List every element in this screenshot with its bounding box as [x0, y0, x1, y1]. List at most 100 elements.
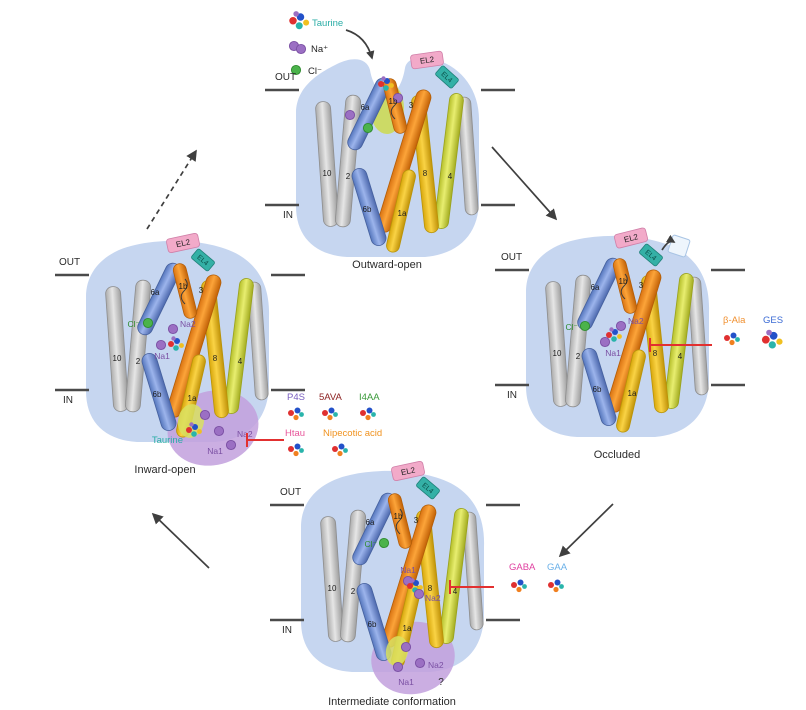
ligand-gaba-label: GABA — [509, 562, 536, 573]
helix-8-label: 8 — [653, 349, 658, 358]
state-inward-open: OUT IN EL2 EL4 Cl⁻ Na2 Na1 Na2 Na1 Tauri… — [55, 232, 305, 476]
legend-taurine-label: Taurine — [312, 18, 343, 29]
helix-8-label: 8 — [428, 584, 433, 593]
el4-box — [435, 65, 459, 89]
el4-motion-arrow — [661, 234, 676, 251]
helix-2-label: 2 — [346, 172, 351, 181]
el2-label: EL2 — [623, 232, 640, 244]
el2-label: EL2 — [419, 55, 435, 66]
out-label: OUT — [501, 252, 522, 263]
helix-4-label: 4 — [678, 352, 683, 361]
na-ion — [414, 657, 426, 669]
na2-site-label: Na2 — [180, 319, 196, 329]
ligand-ges-label: GES — [763, 315, 783, 326]
na-ion — [413, 588, 425, 600]
helix-6b-label: 6b — [593, 385, 602, 394]
el4-loop: EL4 — [639, 243, 663, 267]
helix-4-label: 4 — [448, 172, 453, 181]
na-ion — [167, 323, 179, 335]
el2-loop: EL2 — [410, 50, 444, 70]
state-label: Inward-open — [134, 464, 195, 476]
na-ion — [392, 661, 404, 673]
inward-inhibitor-panel: P4S 5AVA I4AA Htau Nipecotic acid — [285, 392, 382, 457]
ligand-5ava-label: 5AVA — [319, 392, 343, 403]
helix-10-label: 10 — [323, 169, 332, 178]
arrow-outward-to-occluded — [491, 146, 558, 221]
el2-label: EL2 — [400, 465, 416, 477]
in-label: IN — [282, 625, 292, 636]
cl-site-label: Cl⁻ — [565, 322, 578, 332]
helix-3-label: 3 — [414, 516, 419, 525]
cl-ion — [362, 122, 374, 134]
el2-label: EL2 — [175, 237, 191, 249]
out-label: OUT — [59, 257, 80, 268]
el2-loop: EL2 — [166, 232, 200, 254]
helix-1a-label: 1a — [403, 624, 412, 633]
helix-2-label: 2 — [576, 352, 581, 361]
state-label: Intermediate conformation — [328, 696, 456, 708]
cl-ion — [378, 537, 390, 549]
legend-sodium-label: Na⁺ — [311, 44, 328, 55]
helix-6a-label: 6a — [591, 283, 600, 292]
na-ion — [400, 641, 412, 653]
state-outward-open: OUT IN EL2 EL4 10 2 6a 1b 3 6b 1a 8 4 Ou… — [265, 50, 515, 271]
el2-loop: EL2 — [391, 460, 425, 482]
arrow-occluded-to-intermediate — [558, 503, 614, 558]
el2-box — [391, 460, 425, 482]
substrate-entry-arrow — [345, 29, 375, 60]
taurine-molecule-icon — [289, 11, 310, 30]
helix-6b-label: 6b — [368, 620, 377, 629]
nipecotic-molecule — [332, 443, 348, 457]
helix-6b-label: 6b — [153, 390, 162, 399]
state-label: Occluded — [594, 449, 640, 461]
na-ion — [225, 439, 237, 451]
helix-10-label: 10 — [328, 584, 337, 593]
helix-1b-label: 1b — [619, 277, 628, 286]
arrow-inward-to-outward-dashed — [146, 149, 197, 230]
helix-1b-label: 1b — [179, 282, 188, 291]
na2-exit-label: Na2 — [237, 429, 253, 439]
gaba-molecule — [511, 579, 527, 593]
helix-4-label: 4 — [238, 357, 243, 366]
helix-6b-label: 6b — [363, 205, 372, 214]
state-occluded: OUT IN EL2 EL4 Cl⁻ Na2 Na1 10 2 6a 1b 3 … — [495, 227, 745, 461]
el4-box — [639, 243, 663, 267]
unwound-loop — [620, 273, 628, 300]
ligand-htau-label: Htau — [285, 428, 305, 439]
helix-2-label: 2 — [351, 587, 356, 596]
ligand-p4s-label: P4S — [287, 392, 305, 403]
unwound-loop — [180, 278, 188, 305]
beta-ala-molecule — [724, 332, 740, 346]
el2-box — [614, 227, 648, 249]
helix-4-label: 4 — [453, 587, 458, 596]
el4-box — [416, 476, 440, 500]
cycle-arrows — [146, 146, 614, 569]
na1-exit-label: Na1 — [398, 677, 414, 687]
na2-site-label: Na2 — [425, 593, 441, 603]
na1-exit-label: Na1 — [207, 446, 223, 456]
el2-box — [410, 50, 444, 70]
5ava-molecule — [322, 407, 338, 421]
helix-3-label: 3 — [199, 286, 204, 295]
in-label: IN — [507, 390, 517, 401]
cl-ion — [579, 320, 591, 332]
out-label: OUT — [275, 72, 296, 83]
p4s-molecule — [288, 407, 304, 421]
na-ion — [615, 320, 627, 332]
el4-loop: EL4 — [416, 476, 440, 500]
el4-box — [191, 248, 215, 272]
ligand-gaa-label: GAA — [547, 562, 568, 573]
na1-site-label: Na1 — [154, 351, 170, 361]
na-ion-icon — [295, 43, 307, 55]
ligand-i4aa-label: I4AA — [359, 392, 380, 403]
gaa-molecule — [548, 579, 564, 593]
unwound-loop — [395, 508, 403, 535]
helix-1a-label: 1a — [398, 209, 407, 218]
na2-exit-label: Na2 — [428, 660, 444, 670]
helix-3-label: 3 — [409, 101, 414, 110]
out-label: OUT — [280, 487, 301, 498]
intermediate-inhibitor-panel: GABA GAA — [509, 562, 568, 593]
in-label: IN — [283, 210, 293, 221]
